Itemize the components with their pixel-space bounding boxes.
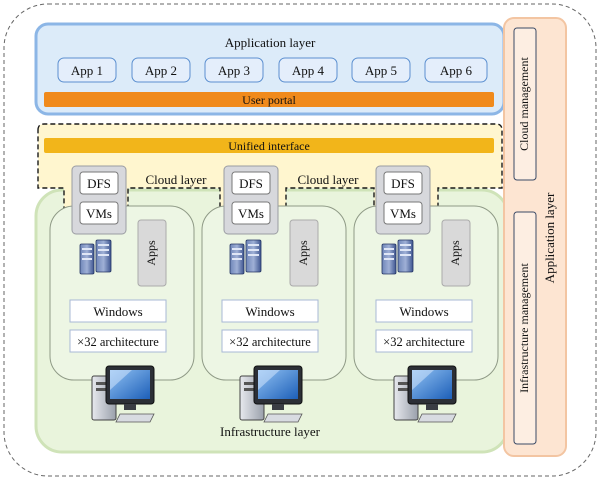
unified-interface-label: Unified interface: [228, 139, 310, 153]
app-button-4[interactable]: App 4: [278, 57, 338, 83]
app-button-2[interactable]: App 2: [131, 57, 191, 83]
cloud-layer-label: Cloud layer: [297, 172, 359, 187]
dfs-label: DFS: [87, 176, 111, 191]
outer-frame: [3, 3, 597, 477]
app-label: App 5: [365, 63, 397, 78]
vms-label: VMs: [390, 206, 416, 221]
side-panel-title: Application layer: [542, 192, 557, 283]
windows-label: Windows: [93, 304, 142, 319]
apps-box[interactable]: Apps: [289, 219, 319, 287]
vms-label: VMs: [238, 206, 264, 221]
dfs-box[interactable]: DFS: [231, 171, 271, 195]
infrastructure-node-2: DFS VMs Apps Windows ×32 architecture: [201, 165, 347, 423]
apps-label: Apps: [144, 240, 158, 266]
architecture-box[interactable]: ×32 architecture: [69, 329, 167, 353]
app-button-1[interactable]: App 1: [57, 57, 117, 83]
architecture-label: ×32 architecture: [77, 335, 159, 349]
dfs-label: DFS: [391, 176, 415, 191]
app-button-5[interactable]: App 5: [351, 57, 411, 83]
cloud-management-box[interactable]: Cloud management: [513, 27, 537, 181]
architecture-label: ×32 architecture: [383, 335, 465, 349]
app-button-6[interactable]: App 6: [424, 57, 488, 83]
architecture-label: ×32 architecture: [229, 335, 311, 349]
infrastructure-node-1: DFS VMs Apps Windows ×32 architecture: [49, 165, 195, 423]
windows-label: Windows: [399, 304, 448, 319]
application-layer-title: Application layer: [225, 35, 316, 50]
app-label: App 4: [292, 63, 325, 78]
infrastructure-management-box[interactable]: Infrastructure management: [513, 211, 537, 445]
windows-label: Windows: [245, 304, 294, 319]
dfs-box[interactable]: DFS: [383, 171, 423, 195]
app-label: App 6: [440, 63, 473, 78]
cloud-layer-label: Cloud layer: [145, 172, 207, 187]
windows-box[interactable]: Windows: [375, 299, 473, 323]
vms-box[interactable]: VMs: [231, 201, 271, 225]
unified-interface-bar[interactable]: Unified interface: [44, 138, 494, 153]
apps-box[interactable]: Apps: [441, 219, 471, 287]
cloud-management-label: Cloud management: [517, 57, 531, 151]
vms-label: VMs: [86, 206, 112, 221]
infrastructure-management-label: Infrastructure management: [517, 263, 531, 393]
dfs-label: DFS: [239, 176, 263, 191]
app-label: App 1: [71, 63, 103, 78]
vms-box[interactable]: VMs: [383, 201, 423, 225]
infrastructure-node-3: DFS VMs Apps Windows ×32 architecture: [353, 165, 499, 423]
user-portal-label: User portal: [242, 93, 296, 107]
architecture-box[interactable]: ×32 architecture: [375, 329, 473, 353]
windows-box[interactable]: Windows: [69, 299, 167, 323]
apps-label: Apps: [296, 240, 310, 266]
vms-box[interactable]: VMs: [79, 201, 119, 225]
dfs-box[interactable]: DFS: [79, 171, 119, 195]
app-label: App 3: [218, 63, 250, 78]
infrastructure-layer-title: Infrastructure layer: [220, 424, 321, 439]
windows-box[interactable]: Windows: [221, 299, 319, 323]
app-label: App 2: [145, 63, 177, 78]
apps-box[interactable]: Apps: [137, 219, 167, 287]
architecture-box[interactable]: ×32 architecture: [221, 329, 319, 353]
app-button-3[interactable]: App 3: [204, 57, 264, 83]
apps-label: Apps: [448, 240, 462, 266]
user-portal-bar[interactable]: User portal: [44, 92, 494, 107]
